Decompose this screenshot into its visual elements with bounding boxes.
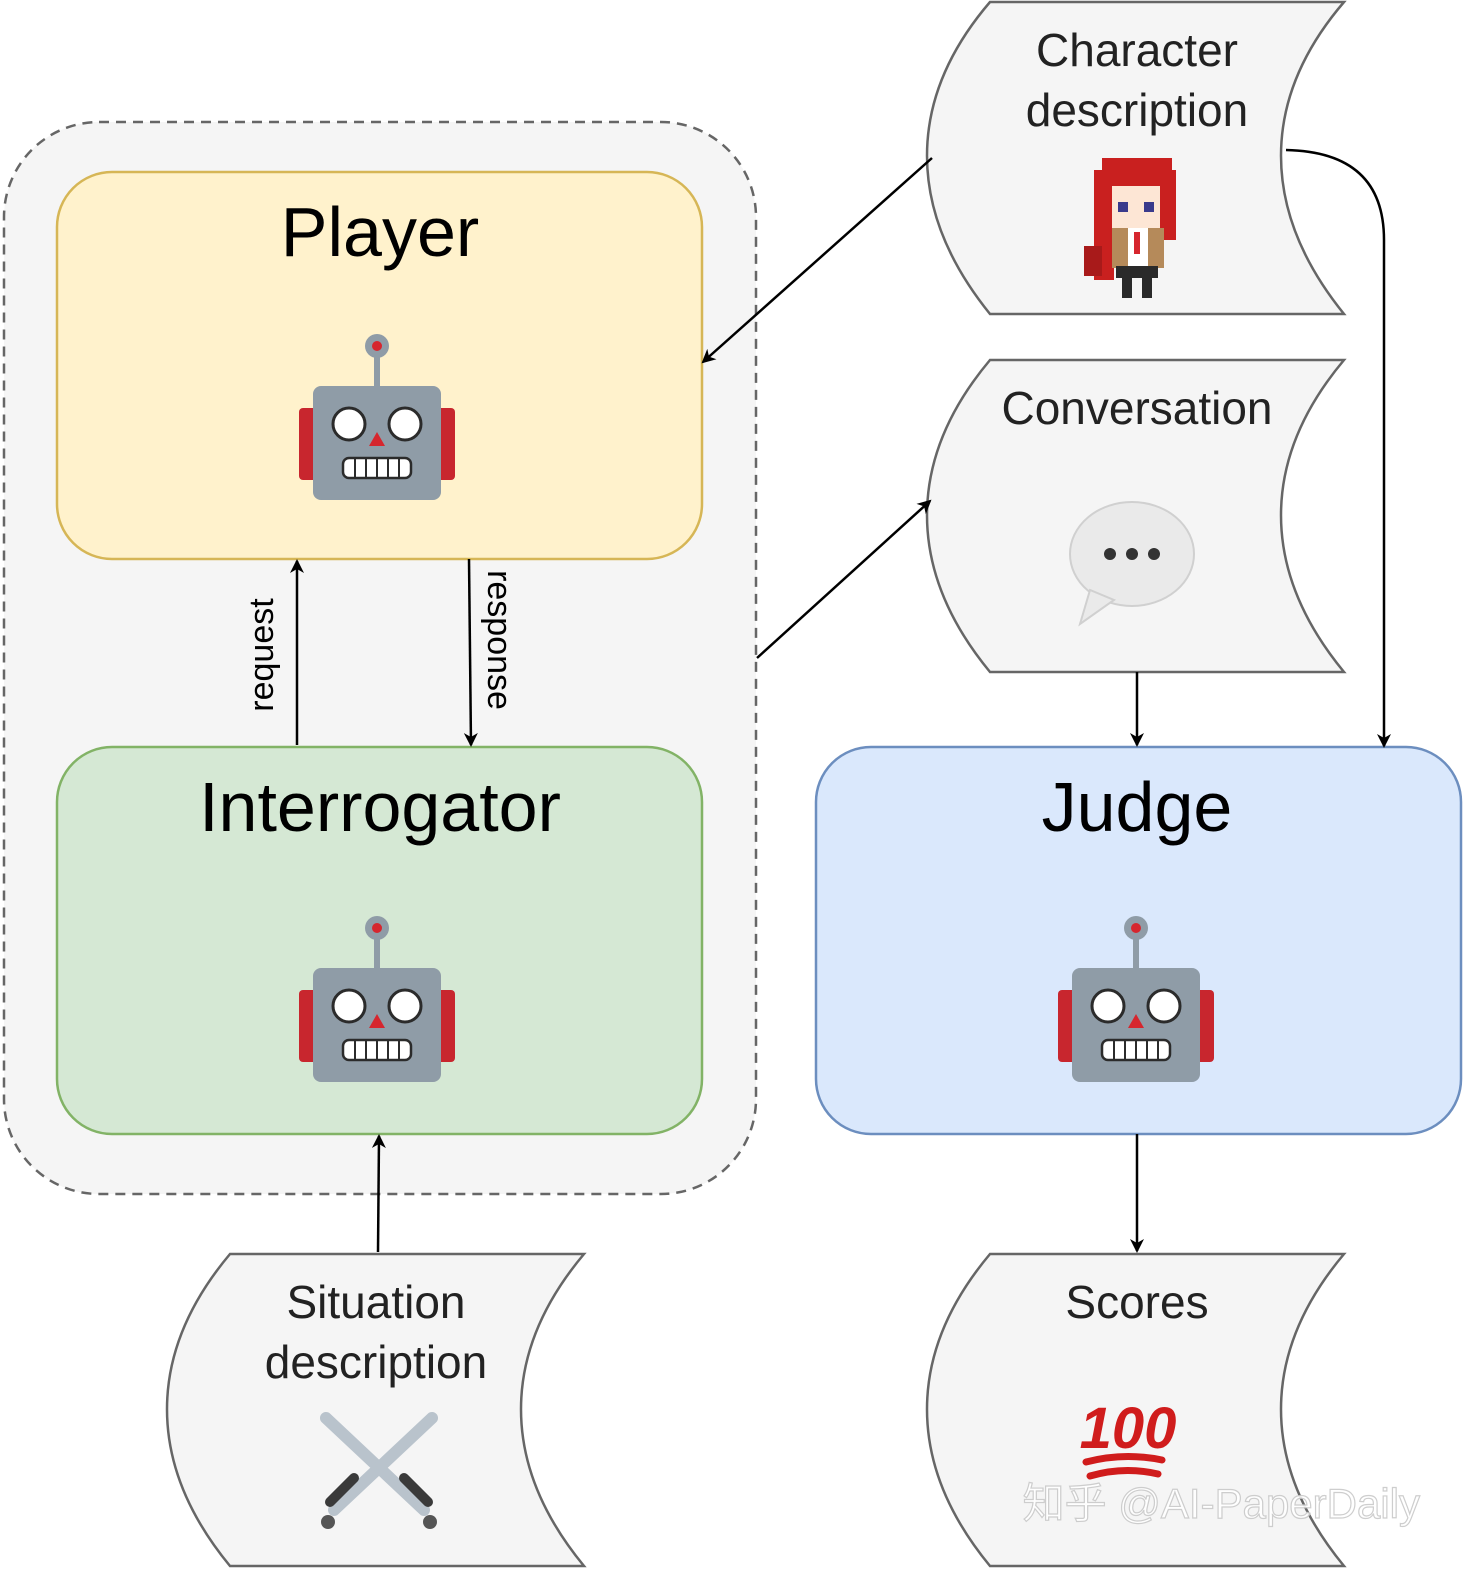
character-description-doc[interactable]: Character description [925,0,1347,316]
judge-title: Judge [1042,768,1233,846]
hundred-points-text: 100 [1080,1396,1177,1461]
edge-group-to-conversation [756,499,932,659]
scores-doc-shape [925,1252,1347,1568]
interrogator-title: Interrogator [199,768,561,846]
situation-doc-line2: description [265,1336,487,1388]
situation-description-doc[interactable]: Situation description [165,1252,587,1568]
situation-doc-shape [165,1252,587,1568]
hundred-points-icon: 100 [1080,1396,1177,1480]
pixel-character-icon [1084,158,1176,298]
player-title: Player [281,193,479,271]
conversation-doc-title: Conversation [1001,382,1272,434]
edge-label-request: request [243,598,281,712]
edge-character-to-judge [1285,148,1391,748]
conversation-doc[interactable]: Conversation [925,358,1347,674]
edge-character-to-player [701,157,933,364]
character-doc-line2: description [1026,84,1248,136]
situation-doc-line1: Situation [286,1276,465,1328]
player-node[interactable]: Player [55,170,704,561]
judge-node[interactable]: Judge [814,745,1463,1136]
watermark-text: 知乎 @AI-PaperDaily [1023,1480,1420,1527]
crossed-swords-icon [320,1412,438,1529]
edge-player-to-interrogator-response [463,558,478,747]
scores-doc-title: Scores [1065,1276,1208,1328]
character-doc-line1: Character [1036,24,1238,76]
speech-bubble-icon [1069,501,1195,627]
edge-label-response: response [480,570,518,710]
edge-situation-to-interrogator [371,1134,386,1253]
interrogator-node[interactable]: Interrogator [55,745,704,1136]
scores-doc[interactable]: Scores 100 [925,1252,1347,1568]
